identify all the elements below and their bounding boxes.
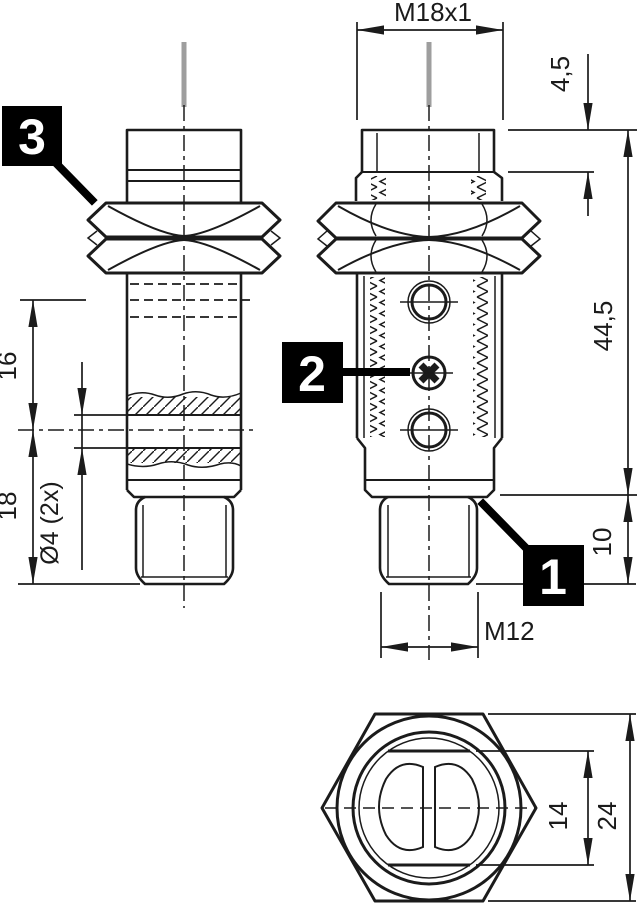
hex-nut-lower bbox=[86, 237, 282, 275]
indicator-top-led bbox=[400, 280, 458, 324]
thread-shoulder bbox=[493, 170, 504, 201]
callout-2-box bbox=[282, 342, 343, 403]
nut-facet-curve bbox=[481, 239, 488, 273]
nut-facet-curve bbox=[481, 203, 488, 237]
thread-zigzag bbox=[471, 176, 486, 200]
callout-2: 2 bbox=[282, 342, 410, 403]
hex-nut-upper bbox=[86, 201, 282, 239]
hex-nuts-front bbox=[316, 201, 542, 275]
callout-3-box bbox=[2, 106, 62, 166]
callout-2-number: 2 bbox=[298, 346, 326, 402]
label-24: 24 bbox=[592, 802, 622, 831]
knurl-zigzag bbox=[370, 277, 385, 437]
dim-m18x1: M18x1 bbox=[356, 0, 504, 120]
label-hole-diameter: Ø4 (2x) bbox=[36, 481, 64, 564]
side-view bbox=[86, 42, 282, 608]
nut-edge-chevron bbox=[530, 230, 542, 247]
callout-3: 3 bbox=[2, 106, 98, 206]
nut-edge-chevron bbox=[316, 230, 328, 247]
dim-44-5: 44,5 bbox=[500, 130, 637, 496]
label-m12: M12 bbox=[484, 616, 535, 646]
callout-1-box bbox=[523, 545, 584, 606]
hatch-band bbox=[128, 449, 240, 463]
hatch-band bbox=[128, 397, 240, 414]
label-16: 16 bbox=[0, 352, 22, 381]
nut-facet-arc bbox=[337, 205, 430, 238]
plug-outline bbox=[378, 495, 479, 586]
dim-24: 24 bbox=[488, 713, 636, 902]
hex-outline bbox=[320, 712, 538, 903]
nut-facet-arc bbox=[107, 239, 185, 271]
dim-16: 16 bbox=[0, 299, 86, 430]
dim-4-5: 4,5 bbox=[508, 54, 637, 216]
thread-shoulder bbox=[354, 171, 363, 201]
lens-left bbox=[377, 763, 424, 851]
hex-nuts-side bbox=[86, 201, 282, 275]
dim-m12: M12 bbox=[380, 592, 535, 658]
callout-1: 1 bbox=[477, 498, 584, 606]
nut-facet-curve bbox=[370, 239, 377, 273]
label-10: 10 bbox=[587, 528, 617, 557]
label-44-5: 44,5 bbox=[588, 301, 618, 352]
plug-outline bbox=[134, 495, 235, 586]
label-4-5: 4,5 bbox=[545, 56, 575, 92]
nut-facet-arc bbox=[337, 239, 430, 271]
nut-facet-arc bbox=[428, 205, 521, 238]
nut-facet-arc bbox=[183, 205, 261, 237]
m12-plug-side bbox=[134, 495, 235, 586]
nut-facet-arc bbox=[428, 239, 521, 271]
body-bottom-chamfer bbox=[126, 489, 242, 499]
callout-3-number: 3 bbox=[18, 109, 46, 165]
nut-facet-curve bbox=[370, 203, 377, 237]
nut-facet-arc bbox=[183, 239, 261, 271]
m12-plug-front bbox=[378, 495, 479, 586]
adjuster-potentiometer bbox=[405, 355, 453, 391]
lens-right bbox=[434, 763, 481, 851]
knurl-zigzag bbox=[473, 277, 488, 437]
label-14: 14 bbox=[543, 802, 573, 831]
dim-18: 18 bbox=[0, 430, 140, 585]
face-view bbox=[320, 712, 538, 903]
break-line bbox=[126, 391, 242, 398]
section-cut bbox=[126, 391, 242, 468]
front-view bbox=[316, 42, 542, 660]
thread-zigzag bbox=[371, 176, 386, 200]
nut-edge-chevron bbox=[86, 230, 98, 246]
rear-cap-outline bbox=[125, 128, 243, 203]
break-line bbox=[126, 461, 242, 468]
nut-facet-arc bbox=[107, 205, 185, 237]
dim-14: 14 bbox=[476, 750, 594, 866]
label-18: 18 bbox=[0, 492, 22, 521]
hex-nut-lower bbox=[316, 237, 542, 275]
dim-hole-diameter: Ø4 (2x) bbox=[18, 362, 258, 570]
callout-1-pointer bbox=[477, 498, 533, 555]
indicator-bottom-led bbox=[400, 408, 458, 452]
nut-edge-chevron bbox=[270, 230, 282, 246]
label-m18x1: M18x1 bbox=[394, 0, 472, 27]
callout-1-number: 1 bbox=[539, 549, 567, 605]
front-end-outline bbox=[355, 437, 504, 499]
rear-cap-outline bbox=[360, 128, 496, 172]
